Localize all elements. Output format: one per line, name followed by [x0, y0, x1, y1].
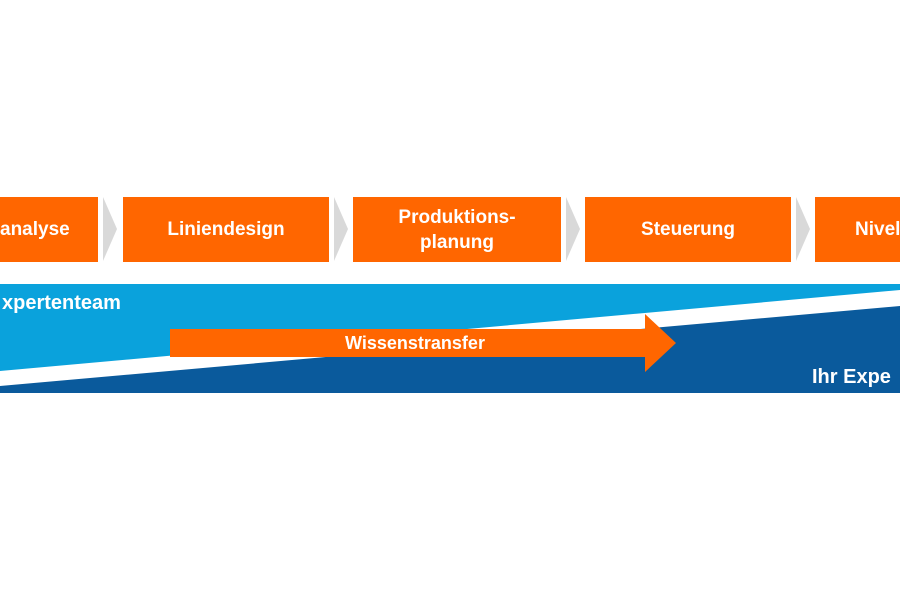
step-steuerung: Steuerung: [585, 197, 791, 262]
chevron-right-icon: [103, 197, 117, 261]
transfer-arrow-icon: [170, 314, 676, 372]
expert-team-label: xpertenteam: [2, 292, 121, 314]
step-label: Liniendesign: [167, 219, 285, 240]
your-experts-label: Ihr Expe: [812, 366, 891, 388]
step-liniendesign: Liniendesign: [123, 197, 329, 262]
chevron-right-icon: [334, 197, 348, 261]
knowledge-transfer-label: Wissenstransfer: [345, 333, 485, 353]
step-produktionsplanung: Produktions- planung: [353, 197, 561, 262]
chevron-right-icon: [796, 197, 810, 261]
step-label: Steuerung: [641, 219, 735, 240]
step-nivellierung: Nivel: [815, 197, 900, 262]
step-label: analyse: [0, 219, 70, 240]
chevron-right-icon: [566, 197, 580, 261]
step-label: Produktions- planung: [398, 206, 516, 253]
step-label: Nivel: [855, 219, 900, 240]
step-analyse: analyse: [0, 197, 98, 262]
